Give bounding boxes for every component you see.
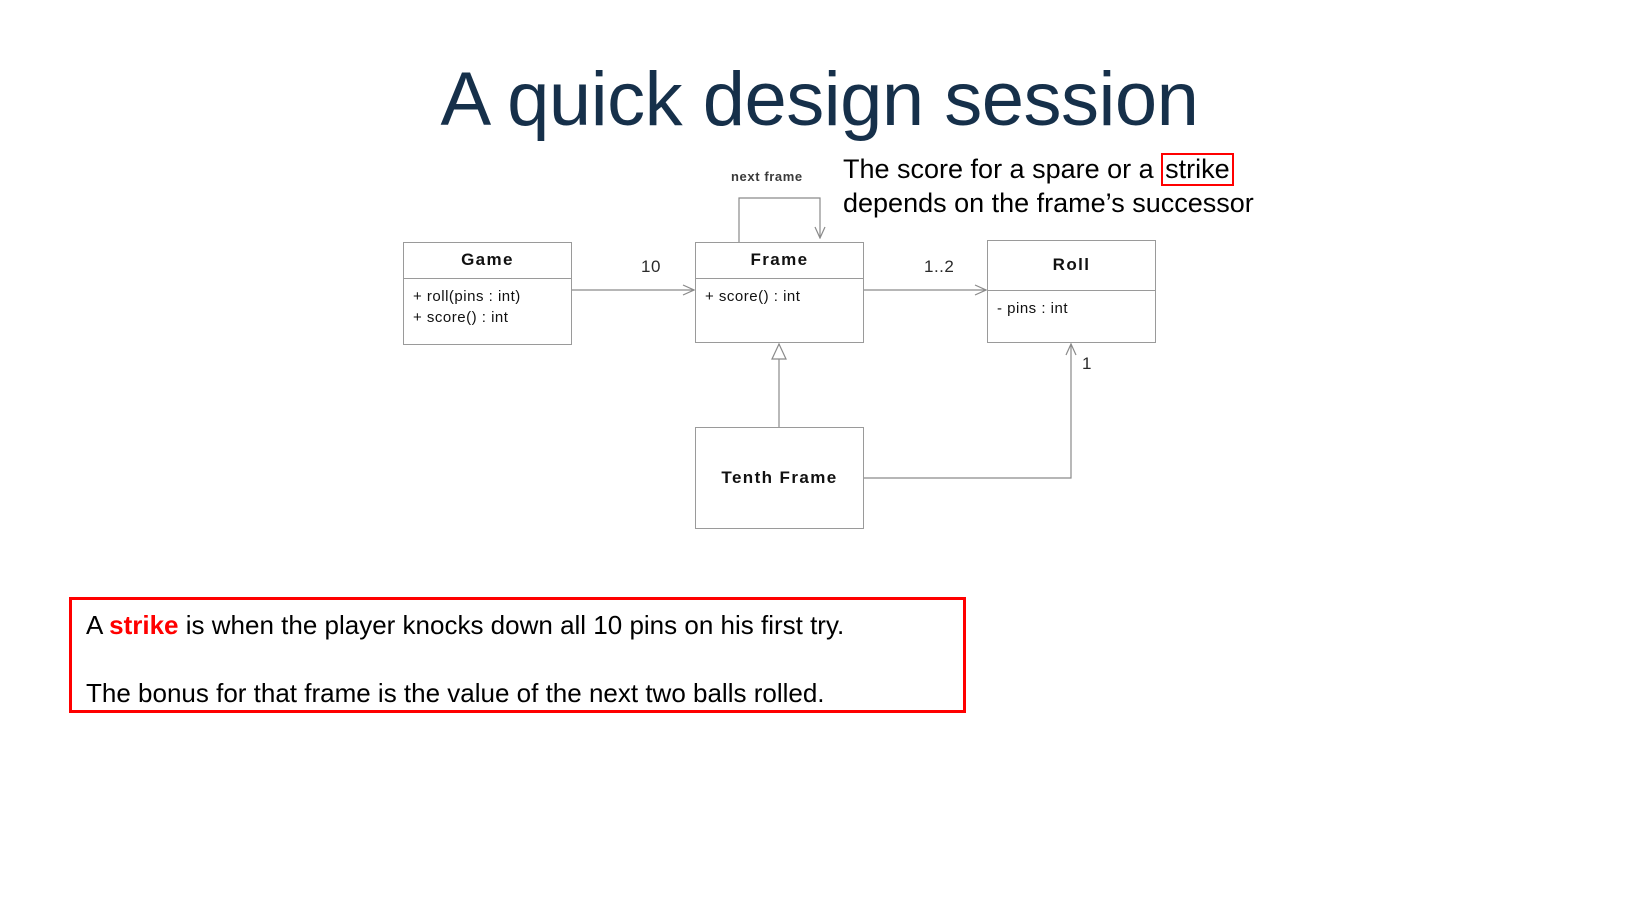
- uml-class-roll-divider: [988, 290, 1155, 291]
- annotation-strike-highlight: strike: [1161, 153, 1234, 186]
- annotation-line1-prefix: The score for a spare or a: [843, 154, 1162, 184]
- uml-class-frame-divider: [696, 278, 863, 279]
- uml-class-game-members: + roll(pins : int) + score() : int: [404, 279, 571, 335]
- callout-line-1: A strike is when the player knocks down …: [86, 610, 844, 641]
- annotation-text: The score for a spare or a strike depend…: [843, 152, 1313, 220]
- edge-tenthframe-to-roll: [863, 344, 1071, 479]
- edge-label-tenth-frame-to-roll: 1: [1082, 354, 1092, 373]
- uml-class-roll-title: Roll: [1052, 255, 1091, 274]
- annotation-line2: depends on the frame’s successor: [843, 188, 1254, 218]
- edge-label-frame-self-loop: next frame: [731, 169, 803, 184]
- uml-class-game-title: Game: [461, 250, 514, 269]
- uml-class-frame-members: + score() : int: [696, 279, 863, 313]
- definition-callout: A strike is when the player knocks down …: [69, 597, 966, 713]
- uml-class-game-divider: [404, 278, 571, 279]
- edge-label-frame-to-roll: 1..2: [924, 257, 955, 276]
- uml-class-roll-members: - pins : int: [988, 291, 1155, 325]
- uml-class-game[interactable]: Game + roll(pins : int) + score() : int: [403, 242, 572, 345]
- uml-member: + roll(pins : int): [413, 288, 521, 305]
- uml-class-tenth-frame[interactable]: Tenth Frame: [695, 427, 864, 529]
- uml-class-frame[interactable]: Frame + score() : int: [695, 242, 864, 343]
- uml-class-frame-title: Frame: [750, 250, 809, 269]
- uml-class-tenth-frame-title: Tenth Frame: [721, 468, 838, 487]
- page-title: A quick design session: [440, 57, 1199, 142]
- callout-line-2: The bonus for that frame is the value of…: [86, 678, 825, 708]
- callout-keyword-strike: strike: [109, 610, 179, 640]
- callout-line1-prefix: A: [86, 610, 110, 640]
- uml-member: - pins : int: [997, 300, 1069, 317]
- uml-class-roll[interactable]: Roll - pins : int: [987, 240, 1156, 343]
- edge-frame-self-loop: [738, 197, 820, 242]
- callout-line1-suffix: is when the player knocks down all 10 pi…: [178, 610, 845, 640]
- edge-label-game-to-frame: 10: [641, 257, 661, 276]
- uml-member: + score() : int: [705, 288, 801, 305]
- uml-member: + score() : int: [413, 309, 509, 327]
